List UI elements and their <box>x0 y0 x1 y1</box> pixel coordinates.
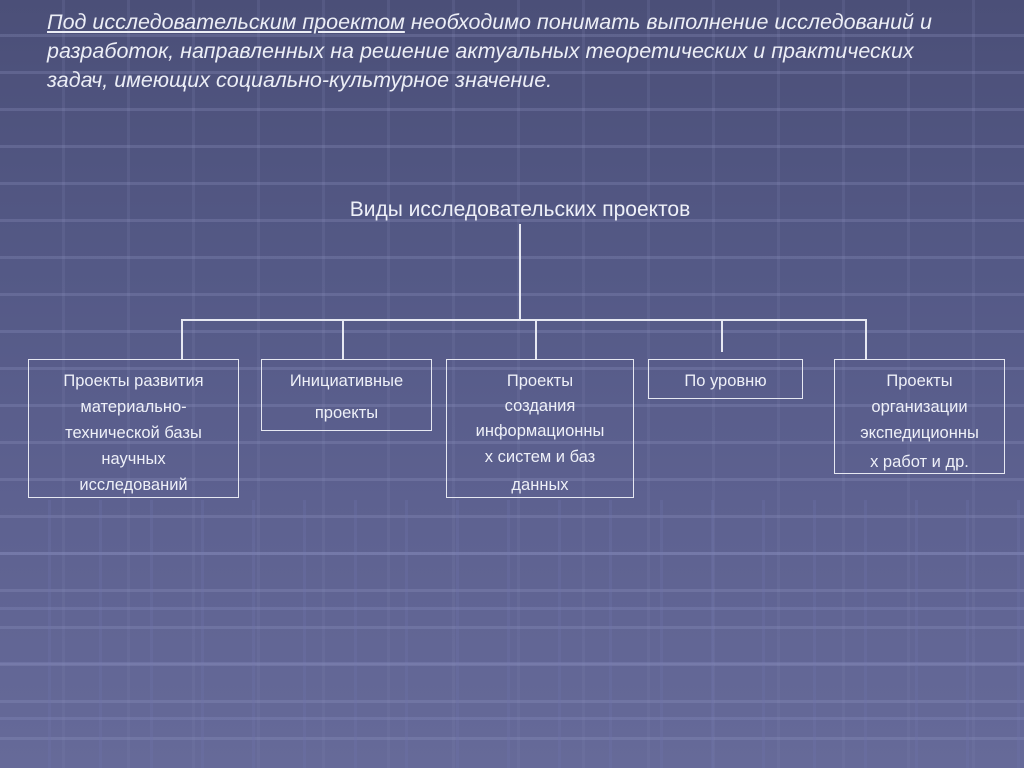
box-text-line: материально- <box>80 398 187 416</box>
horizontal-connector <box>181 319 867 321</box>
box-text-line: данных <box>511 476 569 494</box>
box-text-line: По уровню <box>684 372 767 390</box>
box-text-line: научных <box>101 450 166 468</box>
box-text-line: создания <box>504 397 576 415</box>
intro-term: Под исследовательским проектом <box>47 10 405 34</box>
box-text-line: Проекты развития <box>63 372 204 390</box>
branch-connector-5 <box>865 319 867 359</box>
diagram-root-title: Виды исследовательских проектов <box>349 198 691 221</box>
box-text-line: технической базы <box>65 424 202 442</box>
branch-connector-4 <box>721 319 723 352</box>
branch-connector-2 <box>342 319 344 359</box>
category-box-information-systems: Проекты создания информационны х систем … <box>446 359 634 498</box>
box-text-line: Проекты <box>506 372 574 390</box>
background-floor-grid <box>0 500 1024 768</box>
category-box-expeditions: Проекты организации экспедиционны х рабо… <box>834 359 1005 474</box>
box-text-line: организации <box>871 398 968 416</box>
intro-definition: необходимо понимать выполнение исследова… <box>47 10 932 92</box>
box-text-line: экспедиционны <box>860 424 979 442</box>
branch-connector-3 <box>535 319 537 359</box>
box-text-line: Инициативные <box>289 372 404 390</box>
box-text-line: х систем и баз <box>484 448 596 466</box>
category-box-initiative: Инициативные проекты <box>261 359 432 431</box>
root-connector <box>519 224 521 320</box>
box-text-line: проекты <box>314 404 379 422</box>
category-box-material-base: Проекты развития материально- техническо… <box>28 359 239 498</box>
intro-paragraph: Под исследовательским проектом необходим… <box>47 8 967 95</box>
box-text-line: исследований <box>79 476 188 494</box>
branch-connector-1 <box>181 319 183 359</box>
box-text-line: информационны <box>475 422 605 440</box>
category-box-by-level: По уровню <box>648 359 803 399</box>
box-text-line: Проекты <box>886 372 953 390</box>
box-text-line: х работ и др. <box>870 453 969 471</box>
